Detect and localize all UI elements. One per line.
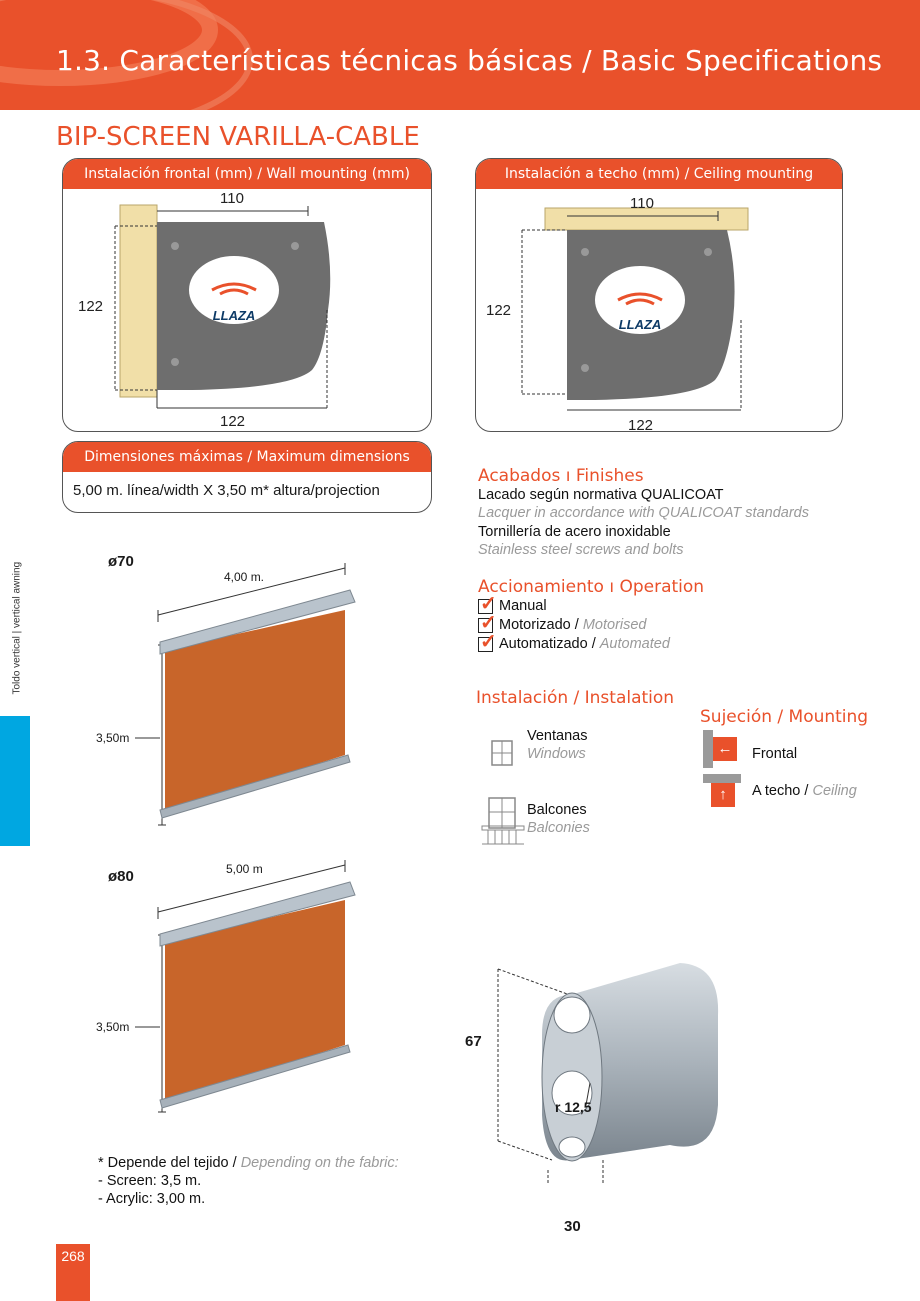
mounting-ceiling-es: A techo / <box>752 783 809 799</box>
operation-item-motorised: Motorizado / Motorised <box>478 610 647 635</box>
operation-title: Accionamiento ı Operation <box>478 577 705 597</box>
operation-automated-en: Automated <box>599 636 670 652</box>
finish-1-es: Lacado según normativa QUALICOAT <box>478 487 724 503</box>
finishes-title: Acabados ı Finishes <box>478 466 644 486</box>
profile-width: 30 <box>564 1218 581 1235</box>
wall-bracket-graphic <box>703 730 713 768</box>
wall-dim-bottom: 122 <box>220 413 246 430</box>
profile-radius: r 12,5 <box>555 1099 592 1115</box>
wall-logo-text: LLAZA <box>213 308 256 323</box>
max-dimensions-value: 5,00 m. línea/width X 3,50 m* altura/pro… <box>73 482 380 499</box>
awning-70-height: 3,50m <box>96 731 130 745</box>
side-tab-label: Toldo vertical | vertical awning <box>11 561 23 695</box>
operation-item-automated: Automatizado / Automated <box>478 629 670 654</box>
profile-height: 67 <box>465 1033 482 1050</box>
footnote-line-3: - Acrylic: 3,00 m. <box>98 1191 206 1207</box>
arrow-left-icon: ← <box>713 737 737 761</box>
ceiling-dim-bottom: 122 <box>628 417 654 434</box>
awning-70-width: 4,00 m. <box>224 570 265 584</box>
ceiling-mounting-diagram: LLAZA <box>521 207 749 411</box>
footnote-es: * Depende del tejido / <box>98 1155 237 1171</box>
max-dimensions-panel: Dimensiones máximas / Maximum dimensions… <box>62 441 432 513</box>
mounting-title: Sujeción / Mounting <box>700 707 869 727</box>
page-title: 1.3. Características técnicas básicas / … <box>56 44 883 77</box>
footnote-en: Depending on the fabric: <box>240 1155 399 1171</box>
side-tab-marker <box>0 716 30 846</box>
header-swoosh-decoration <box>0 0 253 110</box>
installation-title: Instalación / Instalation <box>476 688 675 708</box>
mounting-frontal-label: Frontal <box>752 746 798 762</box>
ceiling-bracket-graphic <box>703 774 741 783</box>
wall-dim-left: 122 <box>78 298 104 315</box>
wall-dim-top: 110 <box>220 190 244 207</box>
finish-2-en: Stainless steel screws and bolts <box>478 542 684 558</box>
installation-balconies-es: Balcones <box>527 802 587 818</box>
awning-80-width: 5,00 m <box>226 862 263 876</box>
operation-motorised-es: Motorizado / <box>499 617 579 633</box>
mounting-ceiling-label: A techo / Ceiling <box>752 783 857 799</box>
awning-70-diameter: ø70 <box>108 553 134 570</box>
page-header: 1.3. Características técnicas básicas / … <box>0 0 920 110</box>
wall-mounting-diagram: LLAZA <box>114 204 331 409</box>
profile-cross-section <box>497 963 719 1185</box>
operation-motorised-en: Motorised <box>582 617 647 633</box>
awning-80-height: 3,50m <box>96 1020 130 1034</box>
awning-80-diameter: ø80 <box>108 868 134 885</box>
installation-balconies-en: Balconies <box>527 820 590 836</box>
page-number: 268 <box>56 1244 90 1301</box>
ceiling-logo-text: LLAZA <box>619 317 662 332</box>
footnote-line-2: - Screen: 3,5 m. <box>98 1173 202 1189</box>
ceiling-mounting-title: Instalación a techo (mm) / Ceiling mount… <box>476 159 842 189</box>
operation-automated-es: Automatizado / <box>499 636 596 652</box>
window-icon <box>491 740 513 766</box>
footnote-line-1: * Depende del tejido / Depending on the … <box>98 1155 399 1171</box>
installation-windows-es: Ventanas <box>527 728 588 744</box>
operation-manual-label: Manual <box>499 598 547 614</box>
balcony-icon <box>481 797 525 845</box>
finish-2-es: Tornillería de acero inoxidable <box>478 524 671 540</box>
product-title: BIP-SCREEN VARILLA-CABLE <box>56 122 420 152</box>
wall-mounting-title: Instalación frontal (mm) / Wall mounting… <box>63 159 431 189</box>
awning-80-illustration <box>135 860 356 1113</box>
ceiling-dim-top: 110 <box>630 195 654 212</box>
awning-70-illustration <box>135 563 356 826</box>
finish-1-en: Lacquer in accordance with QUALICOAT sta… <box>478 505 809 521</box>
mounting-ceiling-en: Ceiling <box>812 783 857 799</box>
max-dimensions-title: Dimensiones máximas / Maximum dimensions <box>63 442 431 472</box>
check-icon <box>478 629 497 654</box>
installation-windows-en: Windows <box>527 746 586 762</box>
ceiling-dim-left: 122 <box>486 302 512 319</box>
arrow-up-icon: ↑ <box>711 783 735 807</box>
